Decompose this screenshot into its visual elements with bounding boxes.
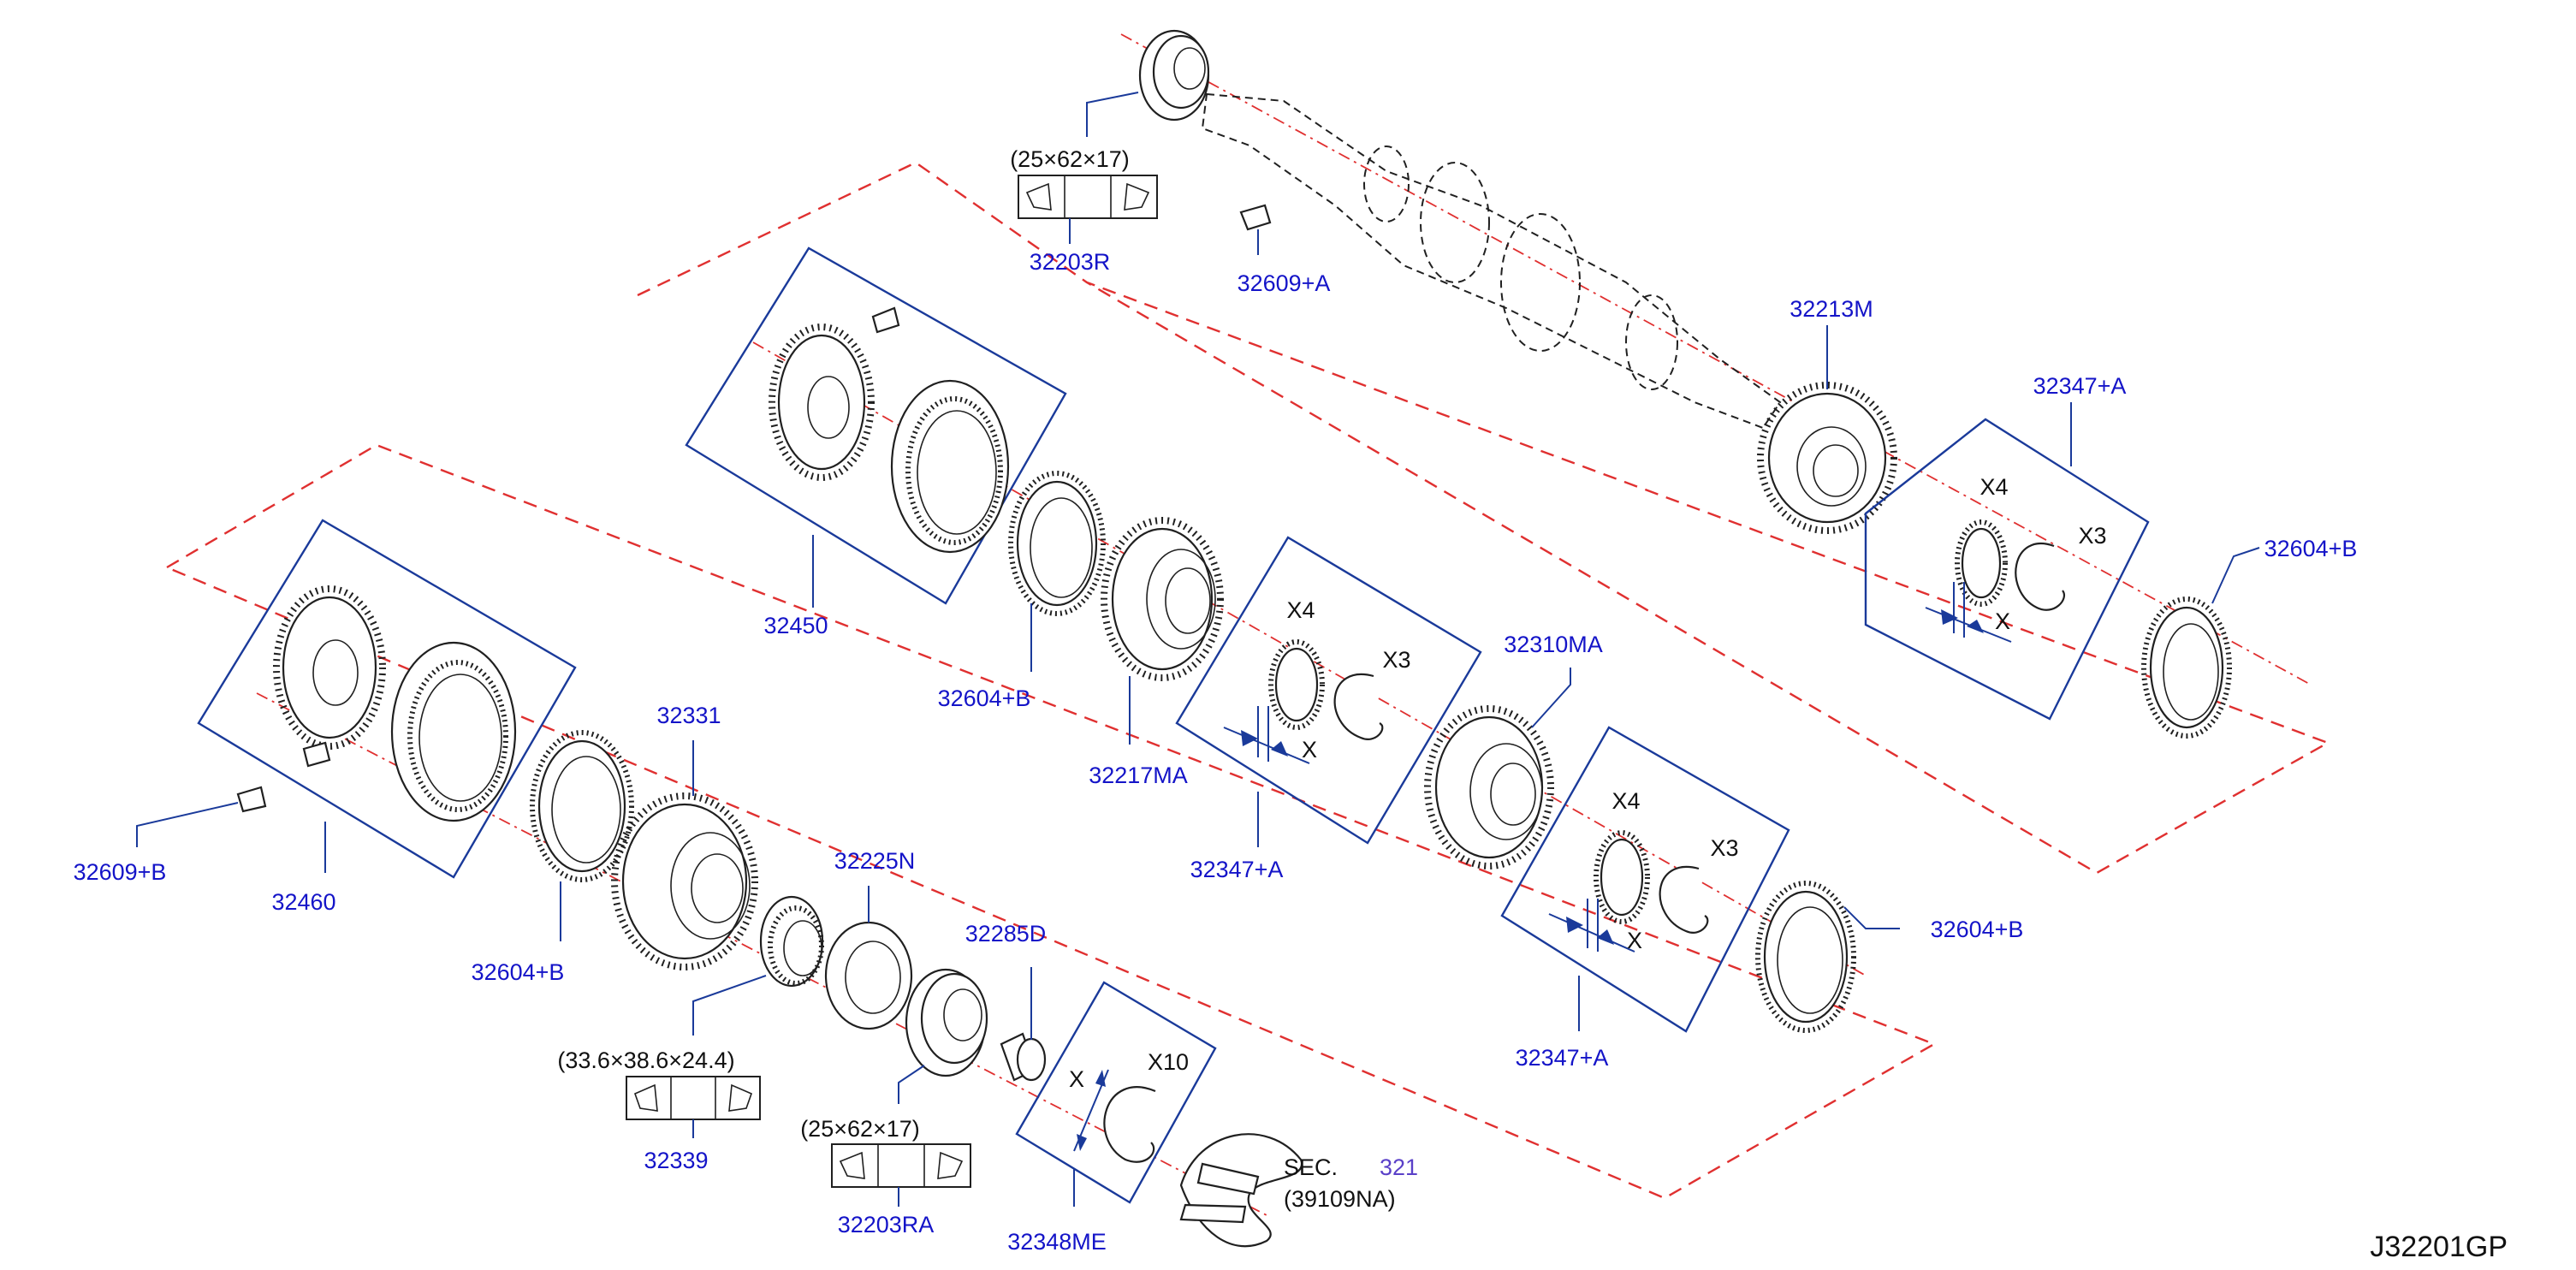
section-number: 321 <box>1380 1154 1418 1180</box>
upper-assembly-outline <box>637 161 2330 875</box>
diagram-code: J32201GP <box>2370 1231 2508 1263</box>
snap-ring-x3-low <box>1659 865 1709 934</box>
marker-x-top: X <box>1995 608 2010 634</box>
label-32225n: 32225N <box>834 848 916 874</box>
snap-ring-32348me <box>1103 1086 1156 1163</box>
synchro-ring-x4-top <box>1955 519 2008 607</box>
plug-32285d <box>1000 1032 1047 1082</box>
mainshaft-ghost <box>1201 92 1782 430</box>
frame-32450 <box>685 246 1067 605</box>
middle-assembly-outline <box>166 443 1937 1200</box>
marker-x-low: X <box>1627 928 1642 953</box>
section-ref: (39109NA) <box>1284 1186 1396 1212</box>
marker-x3-top: X3 <box>2078 523 2106 549</box>
label-32604b-left: 32604+B <box>472 959 565 985</box>
baulk-ring-32604b-right <box>2141 596 2232 739</box>
gear-32310ma <box>1424 705 1554 869</box>
snap-ring-x3-top <box>2015 543 2065 611</box>
marker-x-32348me: X <box>1069 1066 1084 1092</box>
frame-32460 <box>197 519 577 879</box>
label-32347a-mid: 32347+A <box>1190 857 1284 882</box>
bearing-low-dimension: (25×62×17) <box>800 1116 920 1142</box>
marker-x10: X10 <box>1148 1049 1189 1075</box>
frame-32347a-mid <box>1175 536 1482 845</box>
synchro-ring-x4-mid <box>1268 639 1325 730</box>
needle-bearing-32339 <box>759 895 824 988</box>
thickness-arrow-low <box>1548 899 1635 952</box>
gear-32331 <box>611 792 758 970</box>
section-prefix: SEC. <box>1284 1154 1338 1180</box>
label-32460: 32460 <box>271 889 335 915</box>
thickness-arrow-top <box>1925 582 2012 643</box>
marker-x4-mid: X4 <box>1286 597 1315 623</box>
synchro-sleeve-32460 <box>390 641 517 822</box>
thickness-arrow-32348me <box>1073 1069 1109 1152</box>
bearing-32203r <box>1138 29 1210 122</box>
label-32604b-right: 32604+B <box>2264 536 2358 561</box>
synchro-ring-x4-low <box>1594 830 1650 924</box>
label-32331: 32331 <box>656 703 721 728</box>
frame-32347a-top <box>1864 418 2150 721</box>
baulk-ring-32604b-left <box>530 730 634 882</box>
label-32203r: 32203R <box>1030 249 1111 275</box>
label-32347a-top: 32347+A <box>2033 373 2127 399</box>
label-32348me: 32348ME <box>1007 1229 1107 1255</box>
marker-x3-mid: X3 <box>1382 647 1410 673</box>
label-32604b-low: 32604+B <box>1931 917 2024 942</box>
label-32339: 32339 <box>644 1148 708 1173</box>
bearing-symbol-needle <box>626 1076 761 1120</box>
bearing-symbol-top <box>1018 175 1158 219</box>
label-32604b-mid: 32604+B <box>938 685 1031 711</box>
marker-x-mid: X <box>1302 737 1317 763</box>
synchro-hub-32450 <box>769 306 900 481</box>
marker-x4-low: X4 <box>1611 788 1640 814</box>
frame-32347a-low <box>1500 726 1790 1033</box>
insert-key-32609b <box>236 786 267 813</box>
label-32450: 32450 <box>763 613 828 638</box>
label-32203ra: 32203RA <box>838 1212 935 1237</box>
label-32285d: 32285D <box>965 921 1047 947</box>
synchro-sleeve-32450 <box>890 379 1010 554</box>
bearing-32203ra <box>905 968 988 1077</box>
label-32310ma: 32310MA <box>1504 632 1603 657</box>
thickness-arrow-mid <box>1223 706 1310 764</box>
bearing-symbol-low <box>831 1143 971 1188</box>
label-32609a: 32609+A <box>1238 270 1331 296</box>
marker-x3-low: X3 <box>1710 835 1738 861</box>
gear-32217ma <box>1101 517 1224 681</box>
label-32217ma: 32217MA <box>1089 763 1188 788</box>
bearing-top-dimension: (25×62×17) <box>1010 146 1130 172</box>
insert-key-32609a <box>1239 204 1272 231</box>
synchro-hub-32460 <box>273 585 386 768</box>
baulk-ring-32604b-low <box>1755 881 1856 1033</box>
differential-component <box>1179 1133 1303 1248</box>
marker-x4-top: X4 <box>1979 474 2008 500</box>
baulk-ring-32604b-mid <box>1008 471 1106 616</box>
label-32609b: 32609+B <box>74 859 167 885</box>
bearing-needle-dimension: (33.6×38.6×24.4) <box>557 1047 734 1073</box>
snap-ring-x3-mid <box>1333 673 1384 740</box>
label-32213m: 32213M <box>1790 296 1873 322</box>
gear-32213m <box>1757 382 1897 534</box>
frame-32348me <box>1015 981 1217 1204</box>
label-32347a-low: 32347+A <box>1516 1045 1609 1071</box>
thrust-washer-32225n <box>824 921 913 1030</box>
